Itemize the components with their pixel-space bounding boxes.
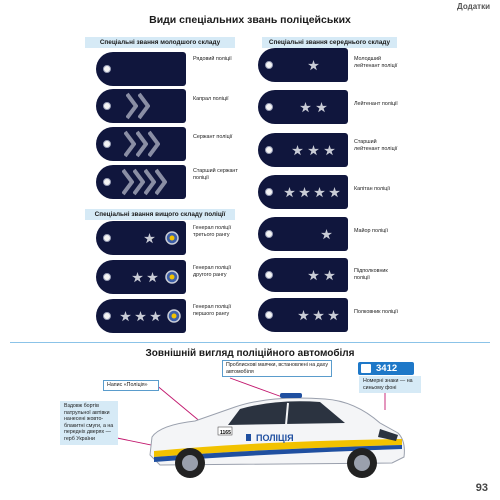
- rank-label: Підполковник поліції: [354, 268, 388, 281]
- button-hole-icon: [103, 140, 111, 148]
- shoulder-strap: [258, 217, 348, 251]
- button-hole-icon: [265, 311, 273, 319]
- rank-label: Старший сержант поліції: [193, 168, 238, 181]
- rank-star-icon: [144, 233, 155, 244]
- section-divider: [10, 342, 490, 343]
- lights-callout: Проблискові маячки, встановлені на даху …: [222, 360, 332, 378]
- rank-star-icon: [135, 311, 146, 322]
- middle-ranks-heading: Спеціальні звання середнього складу: [262, 37, 397, 48]
- car-unit-number: 1165: [220, 430, 231, 436]
- shoulder-strap: [96, 165, 186, 199]
- button-hole-icon: [265, 271, 273, 279]
- button-hole-icon: [103, 102, 111, 110]
- rank-label: Полковник поліції: [354, 309, 398, 315]
- chevron-stripe-icon: [144, 168, 156, 196]
- shoulder-strap: [96, 260, 186, 294]
- rank-star-icon: [299, 187, 310, 198]
- car-door-text: ПОЛІЦІЯ: [256, 433, 294, 443]
- coat-of-arms-icon: [246, 434, 251, 441]
- button-hole-icon: [265, 61, 273, 69]
- rank-star-icon: [292, 145, 303, 156]
- button-hole-icon: [265, 230, 273, 238]
- chevron-stripe-icon: [133, 168, 145, 196]
- rank-star-icon: [329, 187, 340, 198]
- page-title: Види спеціальних звань поліцейських: [149, 14, 351, 26]
- shoulder-strap: [96, 299, 186, 333]
- button-hole-icon: [265, 103, 273, 111]
- roof-lights-icon: [280, 393, 302, 398]
- shoulder-strap: [258, 298, 348, 332]
- rank-label: Капітан поліції: [354, 186, 391, 192]
- license-plate: 3412: [358, 362, 414, 375]
- senior-ranks-heading: Спеціальні звання вищого складу поліції: [85, 209, 235, 220]
- rank-star-icon: [132, 272, 143, 283]
- rank-star-icon: [324, 270, 335, 281]
- button-hole-icon: [103, 178, 111, 186]
- rank-star-icon: [150, 311, 161, 322]
- rank-label: Рядовий поліції: [193, 56, 232, 62]
- button-hole-icon: [265, 146, 273, 154]
- button-hole-icon: [103, 312, 111, 320]
- rank-label: Капрал поліції: [193, 96, 229, 102]
- shoulder-strap: [96, 89, 186, 123]
- police-car-illustration: 1165 ПОЛІЦІЯ: [149, 393, 405, 478]
- shoulder-strap: [96, 221, 186, 255]
- rank-label: Генерал поліції третього рангу: [193, 225, 232, 238]
- rank-star-icon: [308, 145, 319, 156]
- rank-star-icon: [314, 187, 325, 198]
- rank-star-icon: [300, 102, 311, 113]
- rank-star-icon: [120, 311, 131, 322]
- stripes-callout: Вздовж бортів патрульної автівки нанесен…: [60, 401, 118, 445]
- rank-label: Старший лейтенант поліції: [354, 139, 398, 152]
- chevron-stripe-icon: [122, 168, 134, 196]
- button-hole-icon: [265, 188, 273, 196]
- chevron-stripe-icon: [155, 168, 167, 196]
- rank-star-icon: [284, 187, 295, 198]
- button-hole-icon: [103, 65, 111, 73]
- shoulder-strap: [258, 133, 348, 167]
- flag-icon: [361, 364, 371, 373]
- rank-label: Генерал поліції другого рангу: [193, 265, 232, 278]
- rank-label: Молодший лейтенант поліції: [354, 56, 398, 69]
- page-number: 93: [475, 482, 488, 494]
- rank-star-icon: [298, 310, 309, 321]
- rank-label: Генерал поліції першого рангу: [193, 304, 232, 317]
- laurel-wreath-icon: [165, 231, 179, 245]
- rank-star-icon: [321, 229, 332, 240]
- shoulder-strap: [96, 127, 186, 161]
- rank-label: Сержант поліції: [193, 134, 233, 140]
- laurel-wreath-icon: [165, 270, 179, 284]
- laurel-wreath-icon: [167, 309, 181, 323]
- plate-number: 3412: [376, 363, 398, 374]
- shoulder-strap: [258, 48, 348, 82]
- shoulder-strap: [258, 175, 348, 209]
- inscription-callout: Напис «Поліція»: [103, 380, 159, 391]
- plate-callout: Номерні знаки — на синьому фоні: [359, 376, 421, 394]
- chevron-stripe-icon: [138, 92, 150, 120]
- button-hole-icon: [103, 234, 111, 242]
- chevron-stripe-icon: [136, 130, 148, 158]
- rank-star-icon: [147, 272, 158, 283]
- appendix-label: Додатки: [457, 2, 490, 11]
- rank-star-icon: [316, 102, 327, 113]
- rank-star-icon: [324, 145, 335, 156]
- rank-star-icon: [313, 310, 324, 321]
- rank-label: Лейтенант поліції: [354, 101, 398, 107]
- shoulder-strap: [258, 90, 348, 124]
- rank-star-icon: [308, 60, 319, 71]
- button-hole-icon: [103, 273, 111, 281]
- shoulder-strap: [96, 52, 186, 86]
- chevron-stripe-icon: [148, 130, 160, 158]
- rank-label: Майор поліції: [354, 228, 388, 234]
- rank-star-icon: [308, 270, 319, 281]
- rank-star-icon: [328, 310, 339, 321]
- shoulder-strap: [258, 258, 348, 292]
- chevron-stripe-icon: [126, 92, 138, 120]
- junior-ranks-heading: Спеціальні звання молодшого складу: [85, 37, 235, 48]
- car-section-title: Зовнішній вигляд поліційного автомобіля: [145, 348, 355, 359]
- chevron-stripe-icon: [124, 130, 136, 158]
